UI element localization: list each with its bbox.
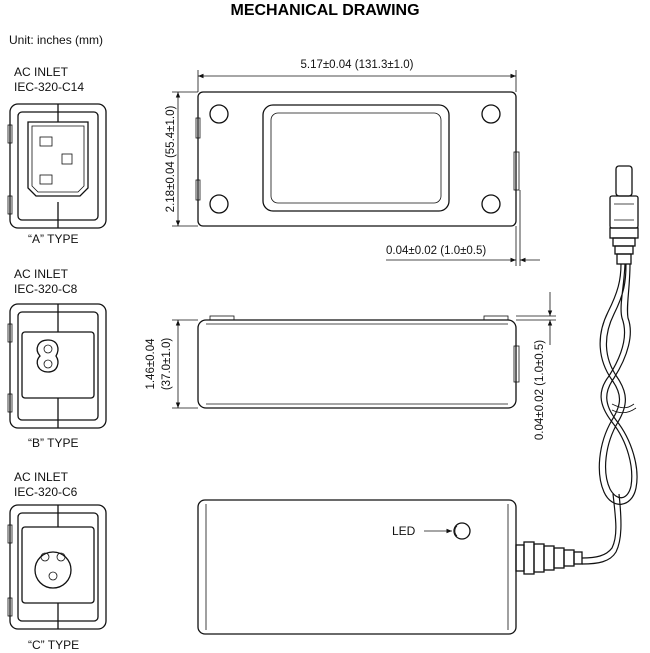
led-indicator-icon <box>453 522 471 540</box>
inlet-b-line1: AC INLET <box>14 267 69 281</box>
top-offset-dimension: 0.04±0.02 (1.0±0.5) <box>534 340 546 440</box>
inlet-c-type: “C” TYPE <box>28 638 79 652</box>
inlet-a-line2: IEC-320-C14 <box>14 80 84 94</box>
height-dimension-in: 1.46±0.04 <box>145 338 157 390</box>
width-dimension: 2.18±0.04 (55.4±1.0) <box>165 106 177 213</box>
bottom-view: LED <box>197 499 583 635</box>
height-dimension-mm: (37.0±1.0) <box>161 338 173 391</box>
inlet-b-type: “B” TYPE <box>28 436 78 450</box>
inlet-a-type: “A” TYPE <box>28 232 78 246</box>
side-offset-dimension: 0.04±0.02 (1.0±0.5) <box>386 245 486 257</box>
inlet-c-line2: IEC-320-C6 <box>14 485 78 499</box>
led-label: LED <box>392 524 416 538</box>
dc-cable <box>581 165 639 565</box>
unit-label: Unit: inches (mm) <box>9 33 103 47</box>
inlet-b-view: AC INLET IEC-320-C8 “B” TYPE <box>7 267 107 450</box>
drawing-title: MECHANICAL DRAWING <box>230 2 419 19</box>
side-view: 1.46±0.04 (37.0±1.0) 0.04±0.02 (1.0±0.5) <box>145 292 556 440</box>
inlet-c-view: AC INLET IEC-320-C6 “C” TYPE <box>7 470 107 652</box>
length-dimension: 5.17±0.04 (131.3±1.0) <box>300 59 413 71</box>
inlet-c-line1: AC INLET <box>14 470 69 484</box>
inlet-a-view: AC INLET IEC-320-C14 “A” TYPE <box>7 65 107 246</box>
top-view: 5.17±0.04 (131.3±1.0) 2.18±0.04 (55.4±1.… <box>165 59 540 266</box>
inlet-a-line1: AC INLET <box>14 65 69 79</box>
inlet-b-line2: IEC-320-C8 <box>14 282 78 296</box>
